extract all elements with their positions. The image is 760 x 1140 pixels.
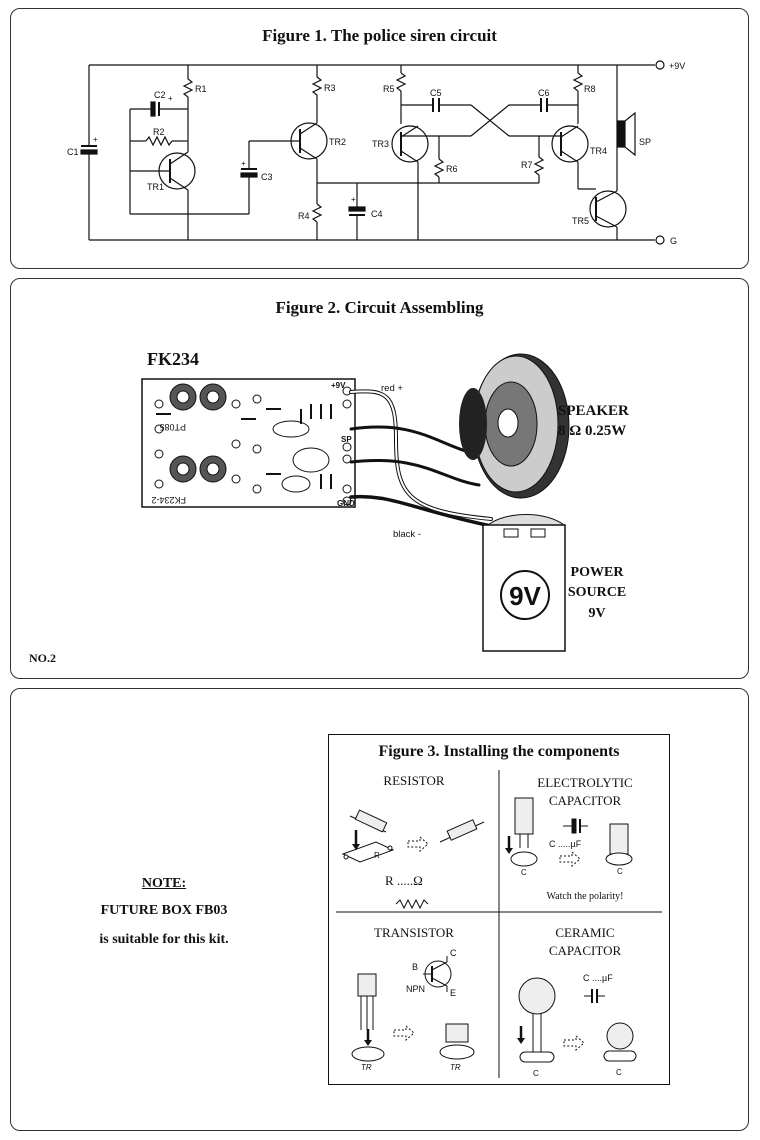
- electrolytic-illustration: [510, 797, 633, 868]
- wire-black-label: black -: [393, 529, 421, 540]
- page-number: NO.2: [29, 651, 56, 665]
- label-tr2: TR2: [329, 137, 346, 147]
- label-tr1: TR1: [147, 182, 164, 192]
- siren-schematic: C1 C2 R1 R2 TR1 C3 R3 TR2 R4 C4 R5 C5 TR…: [67, 60, 685, 246]
- transistor-board-mark2: TR: [450, 1063, 461, 1072]
- figure2-title: Figure 2. Circuit Assembling: [275, 298, 484, 317]
- label-c4: C4: [371, 209, 383, 219]
- label-tr4: TR4: [590, 146, 607, 156]
- ceramic-board-mark: C: [533, 1069, 539, 1078]
- installing-components: R C C: [336, 770, 662, 1078]
- svg-text:+: +: [351, 195, 356, 204]
- electrolytic-board-mark: C: [521, 868, 527, 877]
- transistor-pin-c: C: [450, 948, 457, 958]
- figure3-title: Figure 3. Installing the components: [378, 743, 620, 760]
- electrolytic-value: C .....µF: [549, 839, 582, 849]
- label-c6: C6: [538, 88, 550, 98]
- power-title-3: 9V: [588, 606, 606, 621]
- transistor-title: TRANSISTOR: [374, 925, 454, 940]
- pad-vcc-label: +9V: [331, 381, 346, 390]
- transistor-pin-b: B: [412, 962, 418, 972]
- assembly-illustration: PT085 FK234-2 +9V SP GND red + black -: [141, 353, 570, 652]
- figure1-title: Figure 1. The police siren circuit: [262, 26, 497, 45]
- label-r4: R4: [298, 211, 310, 221]
- label-c2: C2: [154, 90, 166, 100]
- battery-9v-icon: [482, 514, 566, 652]
- label-vcc: +9V: [669, 61, 685, 71]
- label-c1: C1: [67, 147, 79, 157]
- label-tr5: TR5: [572, 216, 589, 226]
- electrolytic-title-1: ELECTROLYTIC: [537, 775, 633, 790]
- pcb-board: PT085 FK234-2 +9V SP GND: [141, 378, 356, 508]
- resistor-formula-r: R: [385, 873, 394, 888]
- note-line1: FUTURE BOX FB03: [100, 903, 228, 918]
- note-heading: NOTE:: [141, 876, 187, 891]
- figure1-panel: Figure 1. The police siren circuit: [10, 8, 749, 269]
- label-r2: R2: [153, 127, 165, 137]
- note-line2: is suitable for this kit.: [99, 932, 229, 947]
- resistor-title: RESISTOR: [383, 773, 445, 788]
- transistor-type: NPN: [406, 984, 425, 994]
- battery-label: 9V: [509, 581, 541, 611]
- ceramic-title-2: CAPACITOR: [548, 943, 622, 958]
- svg-text:+: +: [168, 94, 173, 103]
- label-r6: R6: [446, 164, 458, 174]
- polarity-note: Watch the polarity!: [546, 891, 624, 902]
- resistor-formula-unit: Ω: [413, 873, 423, 888]
- speaker-title: SPEAKER: [558, 403, 629, 419]
- speaker-rating: 8 Ω 0.25W: [558, 423, 627, 439]
- resistor-formula-dots: .....: [396, 873, 414, 888]
- label-r8: R8: [584, 84, 596, 94]
- speaker-wire-2: [349, 459, 481, 487]
- transistor-illustration: [351, 956, 475, 1062]
- speaker-icon: [459, 353, 570, 499]
- label-r5: R5: [383, 84, 395, 94]
- label-r1: R1: [195, 84, 207, 94]
- transistor-board-mark: TR: [361, 1063, 372, 1072]
- ceramic-title-1: CERAMIC: [555, 925, 615, 940]
- label-c3: C3: [261, 172, 273, 182]
- black-wire: [349, 494, 493, 528]
- label-gnd: G: [670, 236, 677, 246]
- board-text-fk234: FK234-2: [151, 495, 186, 505]
- resistor-formula: R .....Ω: [385, 873, 423, 889]
- resistor-board-mark: R: [374, 851, 380, 860]
- wire-red-label: red +: [381, 383, 403, 394]
- label-sp: SP: [639, 137, 651, 147]
- power-title-2: SOURCE: [567, 585, 627, 600]
- svg-text:+: +: [241, 159, 246, 168]
- ceramic-value: C ....µF: [583, 973, 613, 983]
- electrolytic-title-2: CAPACITOR: [548, 793, 622, 808]
- power-title-1: POWER: [570, 565, 624, 580]
- transistor-pin-e: E: [450, 988, 456, 998]
- label-r3: R3: [324, 83, 336, 93]
- label-c5: C5: [430, 88, 442, 98]
- ceramic-board-mark2: C: [616, 1068, 622, 1077]
- resistor-illustration: [341, 809, 485, 910]
- figure3-panel: NOTE: FUTURE BOX FB03 is suitable for th…: [10, 688, 749, 1131]
- figure3-box: Figure 3. Installing the components: [328, 734, 670, 1085]
- electrolytic-board-mark2: C: [617, 867, 623, 876]
- ceramic-illustration: [518, 977, 637, 1063]
- pad-sp-label: SP: [341, 435, 352, 444]
- label-r7: R7: [521, 160, 533, 170]
- label-tr3: TR3: [372, 139, 389, 149]
- svg-text:+: +: [93, 135, 98, 144]
- board-text-pt085: PT085: [159, 422, 186, 432]
- pad-gnd-label: GND: [337, 499, 355, 508]
- figure2-panel: Figure 2. Circuit Assembling FK234: [10, 278, 749, 679]
- board-name: FK234: [147, 349, 199, 369]
